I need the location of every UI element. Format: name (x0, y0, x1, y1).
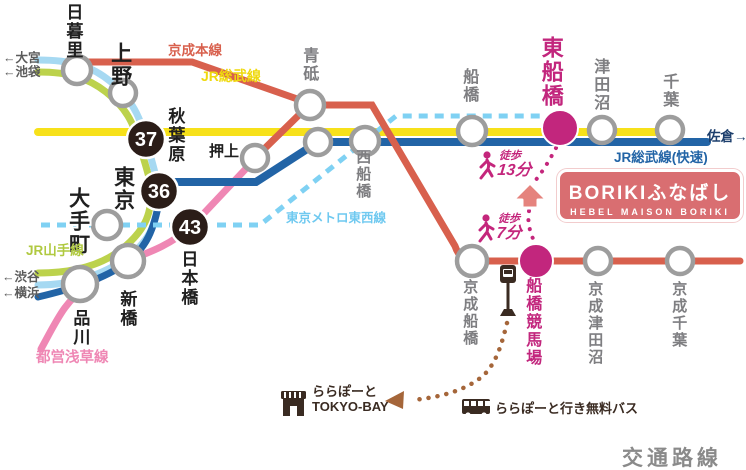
direction-label-to-ikebukuro: ←池袋 (3, 65, 41, 79)
station-oshiage (239, 142, 271, 174)
svg-text:43: 43 (179, 217, 201, 239)
station-keisei-chiba (664, 245, 696, 277)
station-funabashi (455, 114, 489, 148)
station-shinagawa (60, 264, 100, 304)
station-shimbashi (109, 242, 147, 280)
station-label-shinagawa: 品川 (70, 309, 90, 347)
up-arrow-icon (511, 181, 549, 210)
dotted-route-walk-route-keibajo (526, 209, 537, 245)
line-label-sobu-rapid: JR総武線(快速) (614, 150, 708, 165)
walking-person-icon (478, 214, 495, 243)
bus-stop-icon (500, 265, 516, 316)
station-label-otemachi: 大手町 (66, 187, 90, 256)
station-label-keisei-tsudanuma: 京成津田沼 (586, 281, 604, 366)
station-aoto (293, 88, 327, 122)
station-label-keisei-chiba: 京成千葉 (670, 281, 688, 349)
direction-label-to-sakura: 佐倉→ (707, 129, 746, 144)
rail-line-keisei-main-west (76, 58, 307, 105)
dotted-route-bus-route-lalaport (410, 320, 510, 403)
station-nippori (60, 53, 94, 87)
station-kinshicho (302, 126, 334, 158)
lalaport-name: ららぽーと (312, 384, 378, 399)
line-label-toei-asakusa: 都営浅草線 (36, 350, 109, 366)
walk-label: 徒歩 (498, 150, 522, 162)
station-otemachi (90, 208, 124, 242)
walk-minutes: 13分 (496, 162, 533, 179)
svg-text:36: 36 (148, 181, 170, 203)
station-label-funabashi-keibajo: 船橋競馬場 (523, 277, 541, 367)
left-arrowhead-icon (385, 391, 404, 409)
station-label-oshiage: 押上 (209, 143, 240, 160)
station-chiba (654, 114, 686, 146)
station-keisei-funabashi (454, 243, 490, 279)
walk-minutes: 7分 (495, 225, 523, 242)
station-higashi-funabashi (541, 109, 579, 147)
station-label-tsudanuma: 津田沼 (591, 58, 609, 112)
station-label-nishi-funabashi: 西船橋 (354, 149, 372, 200)
station-label-higashi-funabashi: 東船橋 (538, 36, 564, 108)
line-label-sobu-local: JR総武線 (201, 68, 261, 84)
direction-label-to-yokohama: ←横浜 (2, 286, 40, 300)
station-label-keisei-funabashi: 京成船橋 (461, 279, 479, 347)
station-funabashi-keibajo (518, 243, 554, 279)
station-label-akihabara: 秋葉原 (165, 107, 185, 164)
time-badge-akihabara-time: 37 (125, 118, 167, 160)
lalaport-label: ららぽーと TOKYO-BAY (312, 384, 389, 415)
walk-label: 徒歩 (497, 213, 521, 225)
rail-line-sobu-rapid (172, 138, 711, 186)
svg-text:37: 37 (135, 129, 157, 151)
lalaport-name2: TOKYO-BAY (312, 398, 389, 414)
station-label-chiba: 千葉 (660, 73, 678, 109)
free-bus-label: ららぽーと行き無料バス (495, 401, 639, 416)
map-title: 交通路線図 (622, 447, 722, 470)
station-ueno (107, 77, 139, 109)
station-label-ueno: 上野 (108, 42, 132, 88)
station-nishi-funabashi (348, 124, 382, 158)
station-keisei-tsudanuma (582, 245, 614, 277)
line-label-yamanote: JR山手線 (26, 243, 84, 258)
station-label-nippori: 日暮里 (63, 3, 83, 60)
station-tsudanuma (586, 114, 618, 146)
mall-building-icon (281, 391, 306, 416)
line-label-tozai-metro: 東京メトロ東西線 (286, 211, 387, 225)
property-subname: HEBEL MAISON BORIKI (570, 207, 730, 217)
walking-person-icon (479, 151, 496, 180)
direction-label-to-omiya: ←大宮 (3, 51, 41, 65)
station-label-shimbashi: 新橋 (117, 290, 137, 328)
property-highlight-card: BORIKIふなばし HEBEL MAISON BORIKI (557, 169, 743, 222)
bus-icon (459, 394, 493, 419)
station-label-aoto: 青砥 (300, 47, 318, 83)
line-label-keisei-main: 京成本線 (168, 43, 222, 58)
dotted-route-walk-route-higashifunabashi (533, 146, 558, 183)
time-badge-tokyo-time: 36 (138, 170, 180, 212)
time-badge-nihombashi-time: 43 (169, 206, 211, 248)
station-label-funabashi: 船橋 (460, 68, 478, 104)
direction-label-to-shibuya: ←渋谷 (2, 270, 40, 284)
station-label-nihombashi: 日本橋 (178, 250, 198, 307)
station-label-tokyo: 東京 (111, 166, 135, 212)
property-name: BORIKIふなばし (568, 183, 732, 204)
